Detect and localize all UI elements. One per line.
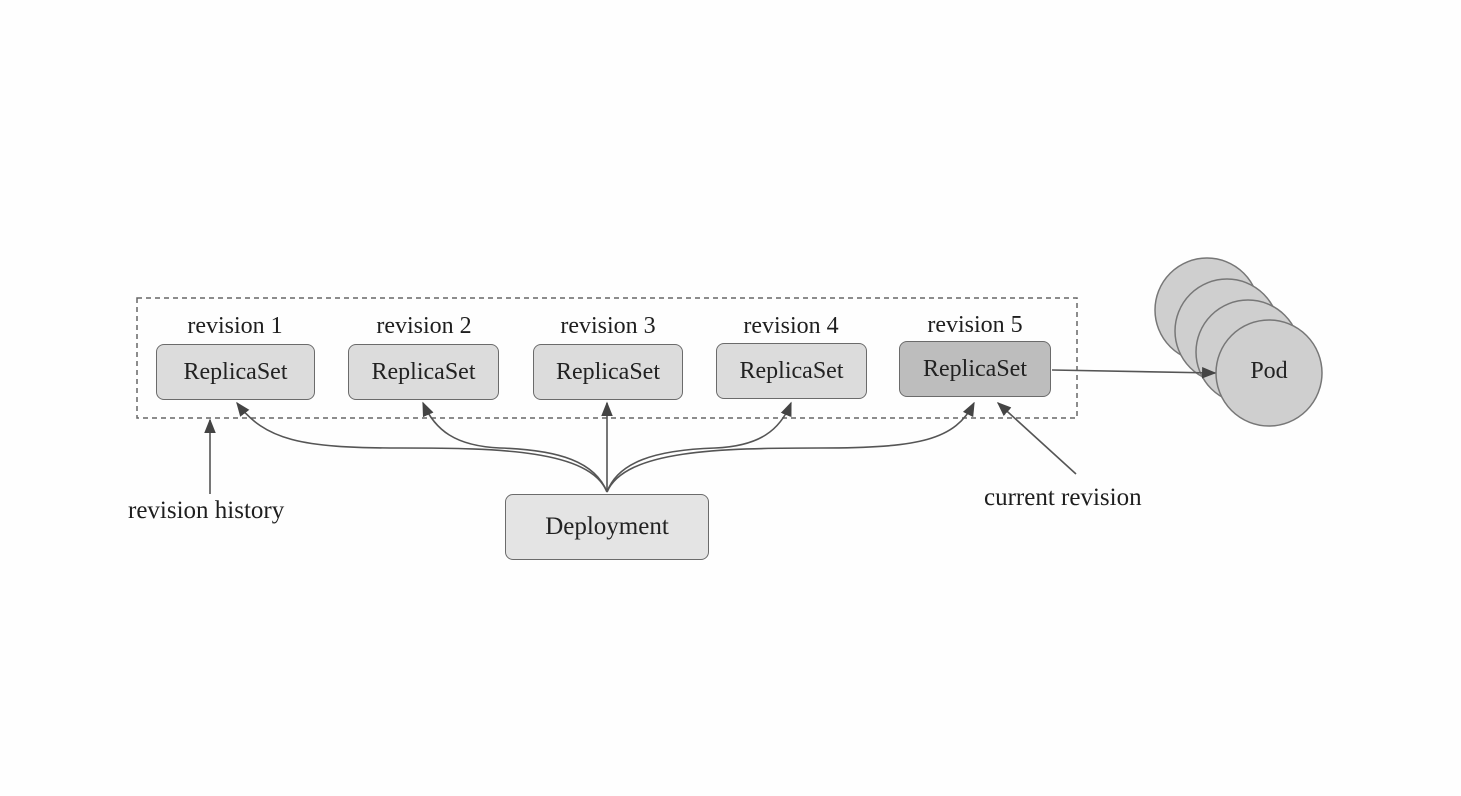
arrow-current-revision-pointer (996, 402, 1077, 475)
arrow-deployment-to-revision-5 (606, 401, 975, 493)
replicaset-box-revision-4: ReplicaSet (716, 343, 867, 399)
replicaset-box-revision-3: ReplicaSet (533, 344, 683, 400)
arrow-deployment-to-revision-4 (606, 401, 792, 493)
revision-label-1: revision 1 (187, 313, 283, 339)
replicaset-box-revision-5: ReplicaSet (899, 341, 1051, 397)
arrow-deployment-to-revision-1 (236, 401, 608, 493)
revision-label-3: revision 3 (560, 313, 656, 339)
deployment-box: Deployment (505, 494, 709, 560)
replicaset-box-revision-2: ReplicaSet (348, 344, 499, 400)
revision-label-2: revision 2 (376, 313, 472, 339)
pod-label: Pod (1250, 358, 1288, 384)
revision-history-annotation: revision history (128, 497, 285, 524)
arrow-replicaset-to-pod (1051, 367, 1217, 379)
replicaset-box-revision-1: ReplicaSet (156, 344, 315, 400)
pod-stack (1154, 257, 1323, 427)
revision-label-4: revision 4 (743, 313, 839, 339)
current-revision-annotation: current revision (984, 484, 1142, 511)
arrow-deployment-to-revision-2 (422, 401, 608, 493)
revision-label-5: revision 5 (927, 312, 1023, 338)
